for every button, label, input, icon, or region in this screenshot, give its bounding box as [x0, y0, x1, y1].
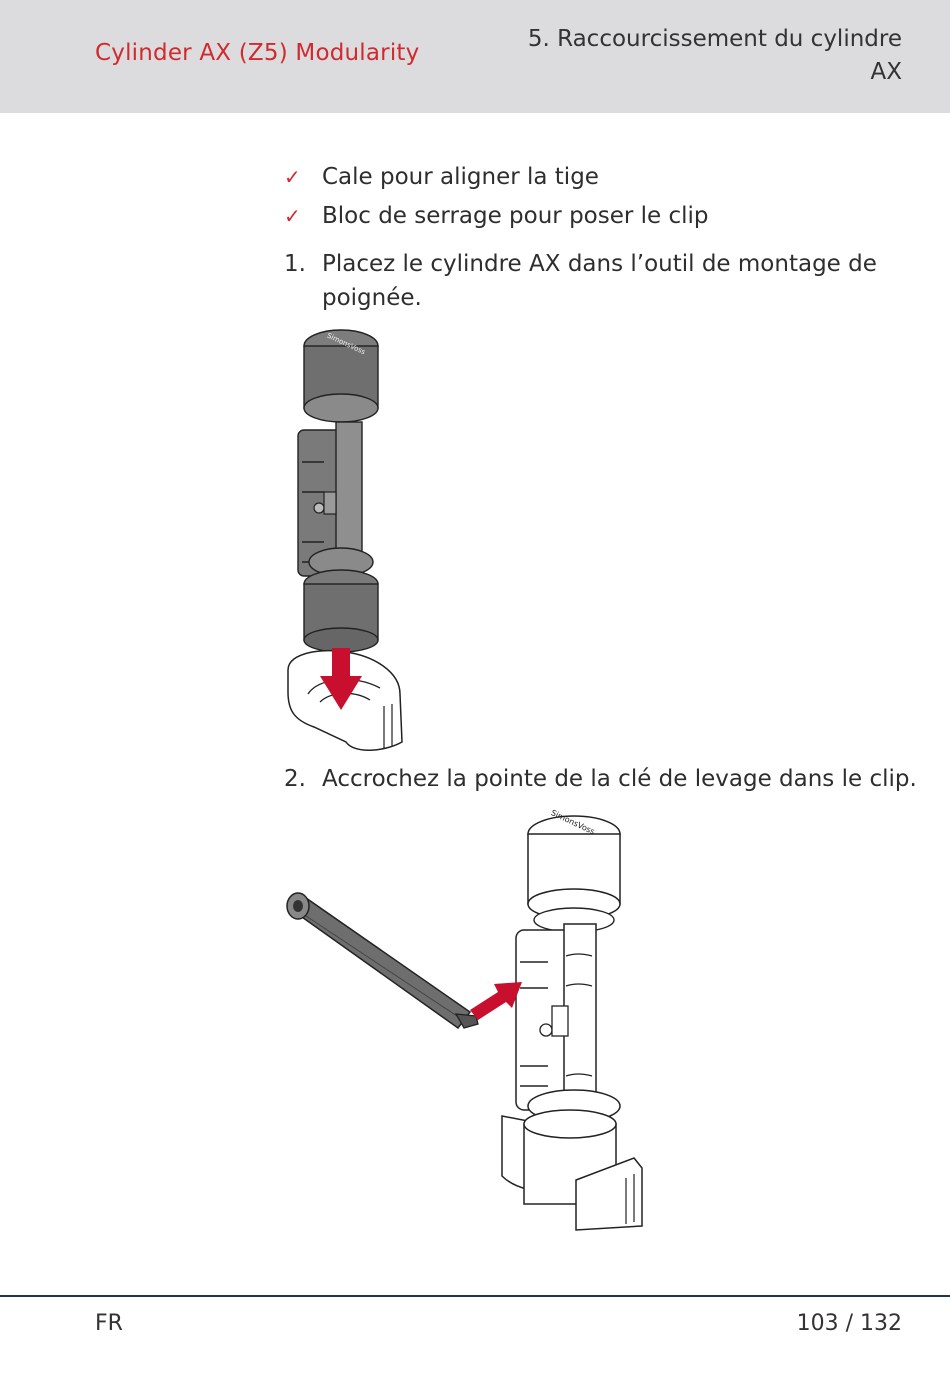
document-title: Cylinder AX (Z5) Modularity	[95, 40, 420, 66]
figure-lifting-key-into-clip: SimonsVoss	[286, 808, 643, 1231]
cylinder-body-illustration	[515, 923, 597, 1115]
checkmark-icon: ✓	[284, 204, 301, 228]
footer-language: FR	[95, 1311, 123, 1336]
section-title: 5. Raccourcissement du cylindre AX	[472, 23, 902, 89]
figure-cylinder-in-mounting-tool: SimonsVoss	[287, 329, 403, 751]
section-title-line-1: 5. Raccourcissement du cylindre	[527, 26, 902, 52]
down-arrow-icon	[320, 648, 362, 710]
section-title-line-2: AX	[870, 59, 903, 85]
knob-top-illustration: SimonsVoss	[527, 808, 621, 933]
clamp-block-illustration	[501, 1089, 643, 1231]
checklist-item-text: Cale pour aligner la tige	[322, 164, 599, 190]
checkmark-icon: ✓	[284, 165, 301, 189]
step-number: 1.	[284, 251, 306, 277]
page-header: Cylinder AX (Z5) Modularity 5. Raccourci…	[0, 0, 950, 113]
step-number: 2.	[284, 766, 306, 792]
step-text: Accrochez la pointe de la clé de levage …	[322, 766, 917, 792]
footer-divider	[0, 1295, 950, 1297]
lifting-key-illustration	[286, 892, 479, 1030]
footer-page-number: 103 / 132	[796, 1311, 902, 1336]
knob-bottom-illustration	[303, 547, 379, 653]
arrow-right-icon	[470, 982, 522, 1020]
checklist-item-text: Bloc de serrage pour poser le clip	[322, 203, 709, 229]
step-text: Placez le cylindre AX dans l’outil de mo…	[322, 251, 877, 311]
knob-top-illustration: SimonsVoss	[303, 329, 379, 423]
